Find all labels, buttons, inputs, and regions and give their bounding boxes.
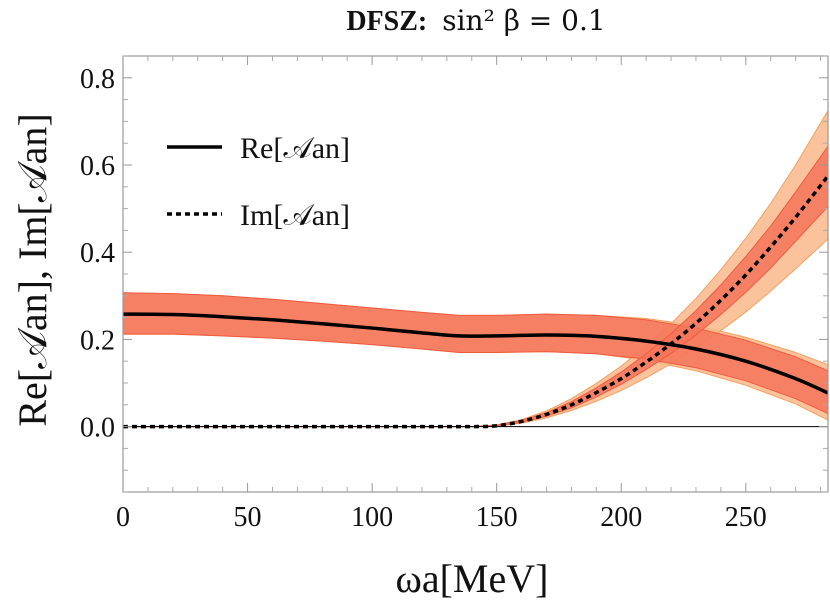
y-tick-label: 0.8: [80, 64, 115, 95]
y-axis-label: Re[𝒜an], Im[𝒜an]: [10, 113, 55, 426]
series-lines: [123, 174, 828, 429]
y-tick-label: 0.0: [80, 413, 115, 444]
y-tick-label: 0.4: [80, 238, 115, 269]
x-axis-label: ωa[MeV]: [396, 556, 549, 601]
legend-label-im: Im[𝒜an]: [240, 199, 350, 232]
x-tick-label: 100: [351, 502, 393, 533]
x-tick-label: 150: [476, 502, 518, 533]
band-outer-im: [123, 109, 828, 428]
x-tick-label: 200: [600, 502, 642, 533]
series-line-im: [123, 174, 828, 429]
y-tick-label: 0.2: [80, 325, 115, 356]
chart-title: DFSZ: sin² β = 0.1: [346, 4, 605, 37]
axis-tick-labels: 0 50 100 150 200 250 0.0 0.2 0.4 0.6 0.8: [80, 64, 767, 533]
axis-ticks: [122, 55, 828, 493]
band-inner-im: [123, 145, 828, 428]
chart-title-bold: DFSZ:: [346, 6, 427, 37]
y-tick-label: 0.6: [80, 151, 115, 182]
x-tick-label: 250: [725, 502, 767, 533]
series-line-re: [123, 312, 828, 395]
x-tick-label: 0: [116, 502, 130, 533]
legend: Re[𝒜an] Im[𝒜an]: [167, 132, 350, 232]
chart-title-math: sin² β = 0.1: [442, 4, 605, 37]
x-tick-label: 50: [234, 502, 262, 533]
legend-label-re: Re[𝒜an]: [240, 132, 350, 165]
uncertainty-bands: [123, 109, 828, 428]
